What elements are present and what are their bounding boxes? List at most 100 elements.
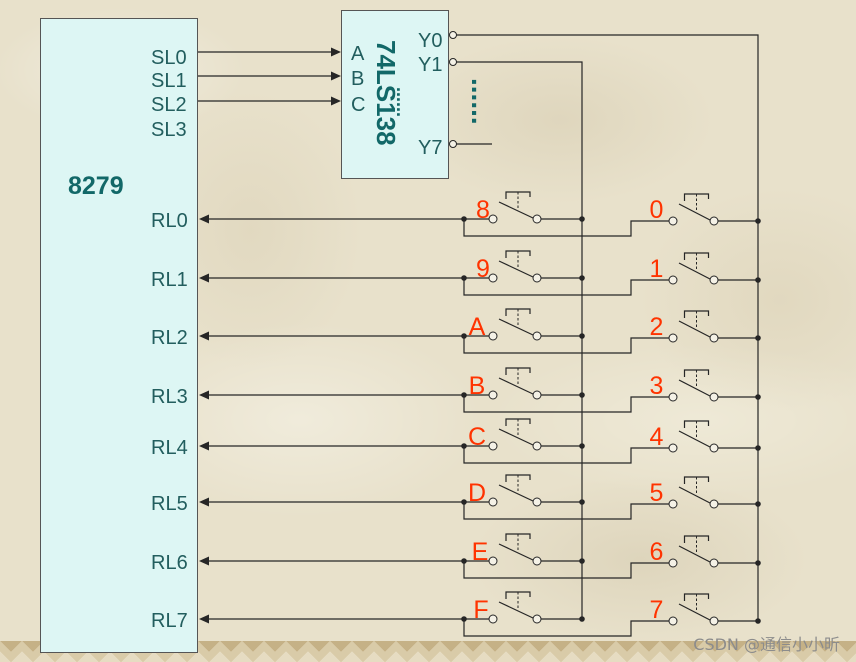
switch-blade [498, 201, 534, 219]
sl2-arrowhead [331, 96, 341, 106]
switch-blade [678, 320, 711, 338]
switch-terminal-right [532, 390, 542, 400]
switch-blade [498, 260, 534, 278]
key-label-4: 4 [650, 423, 664, 451]
switch-terminal-left [488, 331, 498, 341]
bottom-border-strip [0, 641, 856, 662]
scan-select-wires [198, 47, 341, 106]
switch-terminal-right [532, 497, 542, 507]
key-label-f: F [473, 596, 488, 624]
key-label-0: 0 [650, 196, 664, 224]
key-switch-b [488, 367, 542, 400]
sl1-arrowhead [331, 71, 341, 81]
key-switch-2 [668, 310, 719, 343]
pin-label-sl1: SL1 [151, 70, 187, 92]
switch-terminal-right [709, 216, 719, 226]
decoder-output-y7: Y7 [418, 137, 442, 159]
rl7-arrowhead [199, 614, 209, 624]
y0-column-wire [456, 34, 759, 621]
switch-blade [678, 430, 711, 448]
decoder-74ls138: A B C 74LS138 ...... Y0 Y1 Y7 [341, 10, 457, 179]
y0-inversion-bubble [449, 31, 457, 39]
rl1-arrowhead [199, 273, 209, 283]
switch-terminal-left [668, 392, 678, 402]
switch-blade [498, 428, 534, 446]
decoder-inner-ellipsis: ...... [393, 87, 413, 117]
switch-terminal-left [488, 390, 498, 400]
key-d-y1-junction [579, 499, 585, 505]
key-switch-7 [668, 593, 719, 626]
key-7-y0-junction [755, 618, 761, 624]
key-label-6: 6 [650, 538, 664, 566]
pin-label-rl2: RL2 [151, 327, 188, 349]
pin-label-sl2: SL2 [151, 94, 187, 116]
key-label-d: D [468, 479, 486, 507]
switch-terminal-left [488, 497, 498, 507]
key-b-y1-junction [579, 392, 585, 398]
key-4-y0-junction [755, 445, 761, 451]
rl4-branch-wire [463, 446, 669, 464]
decoder-output-wires: ...... [456, 34, 759, 621]
key-1-y0-junction [755, 277, 761, 283]
pin-label-sl3: SL3 [151, 119, 187, 141]
switch-terminal-left [668, 443, 678, 453]
switch-terminal-left [488, 441, 498, 451]
switch-terminal-left [668, 216, 678, 226]
key-switch-a [488, 308, 542, 341]
rl0-branch-wire [463, 219, 669, 237]
key-6-y0-junction [755, 560, 761, 566]
switch-blade [678, 603, 711, 621]
key-label-2: 2 [650, 313, 664, 341]
switch-terminal-left [488, 214, 498, 224]
switch-blade [678, 486, 711, 504]
switch-terminal-right [709, 443, 719, 453]
pin-label-rl6: RL6 [151, 552, 188, 574]
rl4-arrowhead [199, 441, 209, 451]
rl7-branch-wire [463, 619, 669, 637]
pin-label-rl5: RL5 [151, 493, 188, 515]
key-switch-c [488, 418, 542, 451]
y1-inversion-bubble [449, 58, 457, 66]
key-label-c: C [468, 423, 486, 451]
switch-terminal-left [668, 616, 678, 626]
decoder-input-c: C [351, 94, 365, 116]
switch-terminal-right [532, 331, 542, 341]
switch-terminal-left [488, 273, 498, 283]
key-switch-f [488, 591, 542, 624]
decoder-input-a: A [351, 43, 365, 65]
key-8-y1-junction [579, 216, 585, 222]
key-switch-5 [668, 476, 719, 509]
chip-8279-name: 8279 [68, 172, 124, 200]
key-0-y0-junction [755, 218, 761, 224]
switch-terminal-right [532, 614, 542, 624]
switch-blade [678, 545, 711, 563]
key-switch-9 [488, 250, 542, 283]
y1-column-wire [456, 61, 583, 619]
key-switch-6 [668, 535, 719, 568]
key-switch-1 [668, 252, 719, 285]
key-5-y0-junction [755, 501, 761, 507]
outputs-ellipsis: ...... [466, 78, 497, 125]
key-label-b: B [469, 372, 486, 400]
decoder-input-b: B [351, 68, 364, 90]
switch-blade [498, 318, 534, 336]
switch-blade [678, 379, 711, 397]
switch-terminal-right [532, 273, 542, 283]
key-c-y1-junction [579, 443, 585, 449]
switch-terminal-right [709, 392, 719, 402]
switch-blade [498, 484, 534, 502]
switch-terminal-left [668, 558, 678, 568]
switch-terminal-right [709, 499, 719, 509]
pin-label-sl0: SL0 [151, 47, 187, 69]
chip-8279: SL0 SL1 SL2 SL3 8279 [40, 18, 198, 653]
key-e-y1-junction [579, 558, 585, 564]
sl0-arrowhead [331, 47, 341, 57]
switch-terminal-left [488, 556, 498, 566]
